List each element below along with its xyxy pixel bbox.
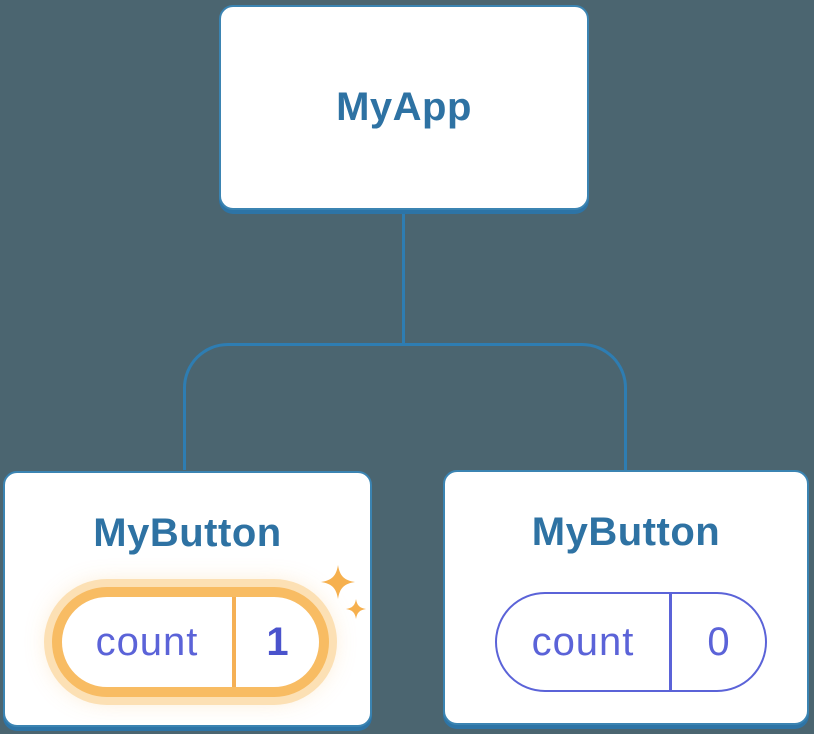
- sparkle-icon: [321, 565, 355, 599]
- state-pill: count 0: [495, 592, 767, 692]
- pill-divider: [669, 594, 672, 690]
- state-value: 1: [266, 619, 289, 664]
- connector-stem: [402, 210, 405, 343]
- node-title: MyButton: [93, 511, 282, 555]
- connector-branch: [183, 343, 627, 470]
- component-node-myapp: MyApp: [219, 5, 589, 210]
- sparkle-icon: [346, 599, 366, 619]
- state-value: 0: [707, 619, 730, 664]
- state-key-label: count: [531, 619, 635, 664]
- component-node-mybutton-1: MyButton count 1: [3, 471, 372, 727]
- node-title: MyApp: [336, 85, 472, 129]
- state-key-label: count: [95, 619, 199, 664]
- pill-divider: [232, 597, 236, 687]
- component-node-mybutton-2: MyButton count 0: [443, 470, 809, 725]
- node-title: MyButton: [531, 510, 721, 554]
- state-pill-highlighted: count 1: [52, 587, 329, 697]
